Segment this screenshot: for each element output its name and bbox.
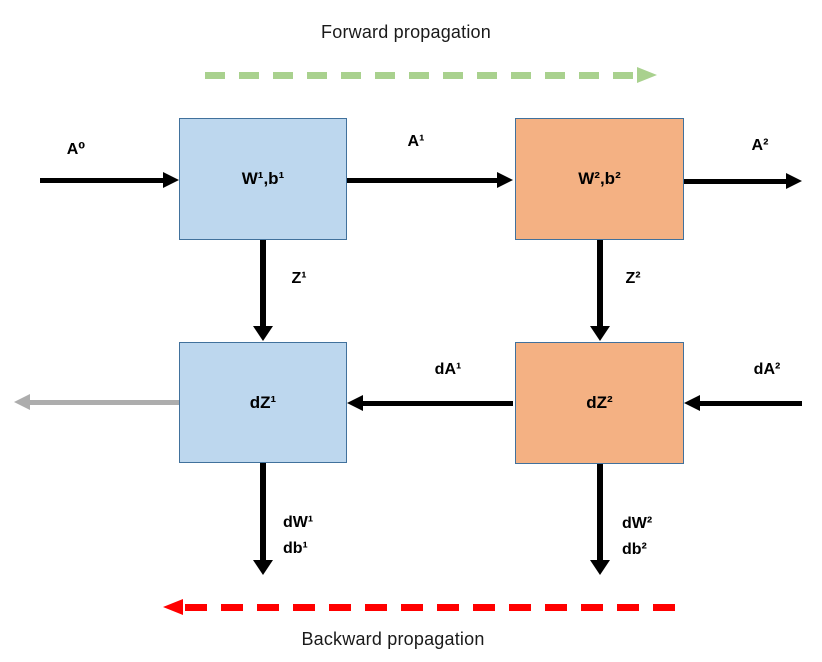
arrow-line <box>28 399 179 405</box>
arrow-line <box>40 177 165 183</box>
a0-label: A⁰ <box>66 141 86 158</box>
arrow-head <box>590 326 610 341</box>
arrow-line <box>205 71 635 79</box>
arrow-head <box>684 395 700 411</box>
da1-arrow <box>347 393 513 413</box>
box-w2b2: W²,b² <box>515 118 684 240</box>
a2-output-arrow <box>684 171 802 191</box>
z1-arrow <box>253 240 273 341</box>
db2-label: db² <box>622 541 647 558</box>
arrow-head <box>163 172 179 188</box>
a2-label: A² <box>751 137 769 154</box>
arrow-line <box>684 178 788 184</box>
arrow-head <box>347 395 363 411</box>
dw2-db2-arrow <box>590 464 610 575</box>
box-dz1-label: dZ¹ <box>249 392 277 412</box>
box-w1b1: W¹,b¹ <box>179 118 347 240</box>
arrow-head <box>786 173 802 189</box>
da1-label: dA¹ <box>434 361 462 378</box>
arrow-line <box>698 400 802 406</box>
gray-output-arrow <box>14 392 179 412</box>
box-w2b2-label: W²,b² <box>578 169 621 188</box>
arrow-head <box>253 560 273 575</box>
forward-propagation-title: Forward propagation <box>321 22 491 42</box>
a0-input-arrow <box>40 170 179 190</box>
arrow-head <box>253 326 273 341</box>
z1-label: Z¹ <box>291 270 307 287</box>
da2-label: dA² <box>753 361 781 378</box>
arrow-line <box>347 177 499 183</box>
dw1-db1-arrow <box>253 463 273 575</box>
z2-arrow <box>590 240 610 341</box>
z2-label: Z² <box>625 270 641 287</box>
arrow-line <box>597 464 603 562</box>
arrow-head <box>590 560 610 575</box>
dw2-label: dW² <box>622 515 653 532</box>
db1-label: db¹ <box>283 540 308 557</box>
arrow-line <box>361 400 513 406</box>
box-dz2: dZ² <box>515 342 684 464</box>
box-dz2-label: dZ² <box>586 393 613 412</box>
arrow-line <box>260 463 266 562</box>
arrow-head <box>163 599 183 615</box>
a1-arrow <box>347 170 513 190</box>
dw1-label: dW¹ <box>283 514 314 531</box>
a1-label: A¹ <box>407 133 425 150</box>
arrow-head <box>637 67 657 83</box>
arrow-line <box>260 240 266 328</box>
backward-propagation-title: Backward propagation <box>301 629 485 649</box>
arrow-line <box>185 603 683 611</box>
backward-propagation-arrow <box>163 599 683 615</box>
arrow-line <box>597 240 603 328</box>
box-dz1: dZ¹ <box>179 342 347 463</box>
arrow-head <box>497 172 513 188</box>
forward-propagation-arrow <box>205 67 657 83</box>
box-w1b1-label: W¹,b¹ <box>241 169 285 188</box>
da2-input-arrow <box>684 393 802 413</box>
arrow-head <box>14 394 30 410</box>
